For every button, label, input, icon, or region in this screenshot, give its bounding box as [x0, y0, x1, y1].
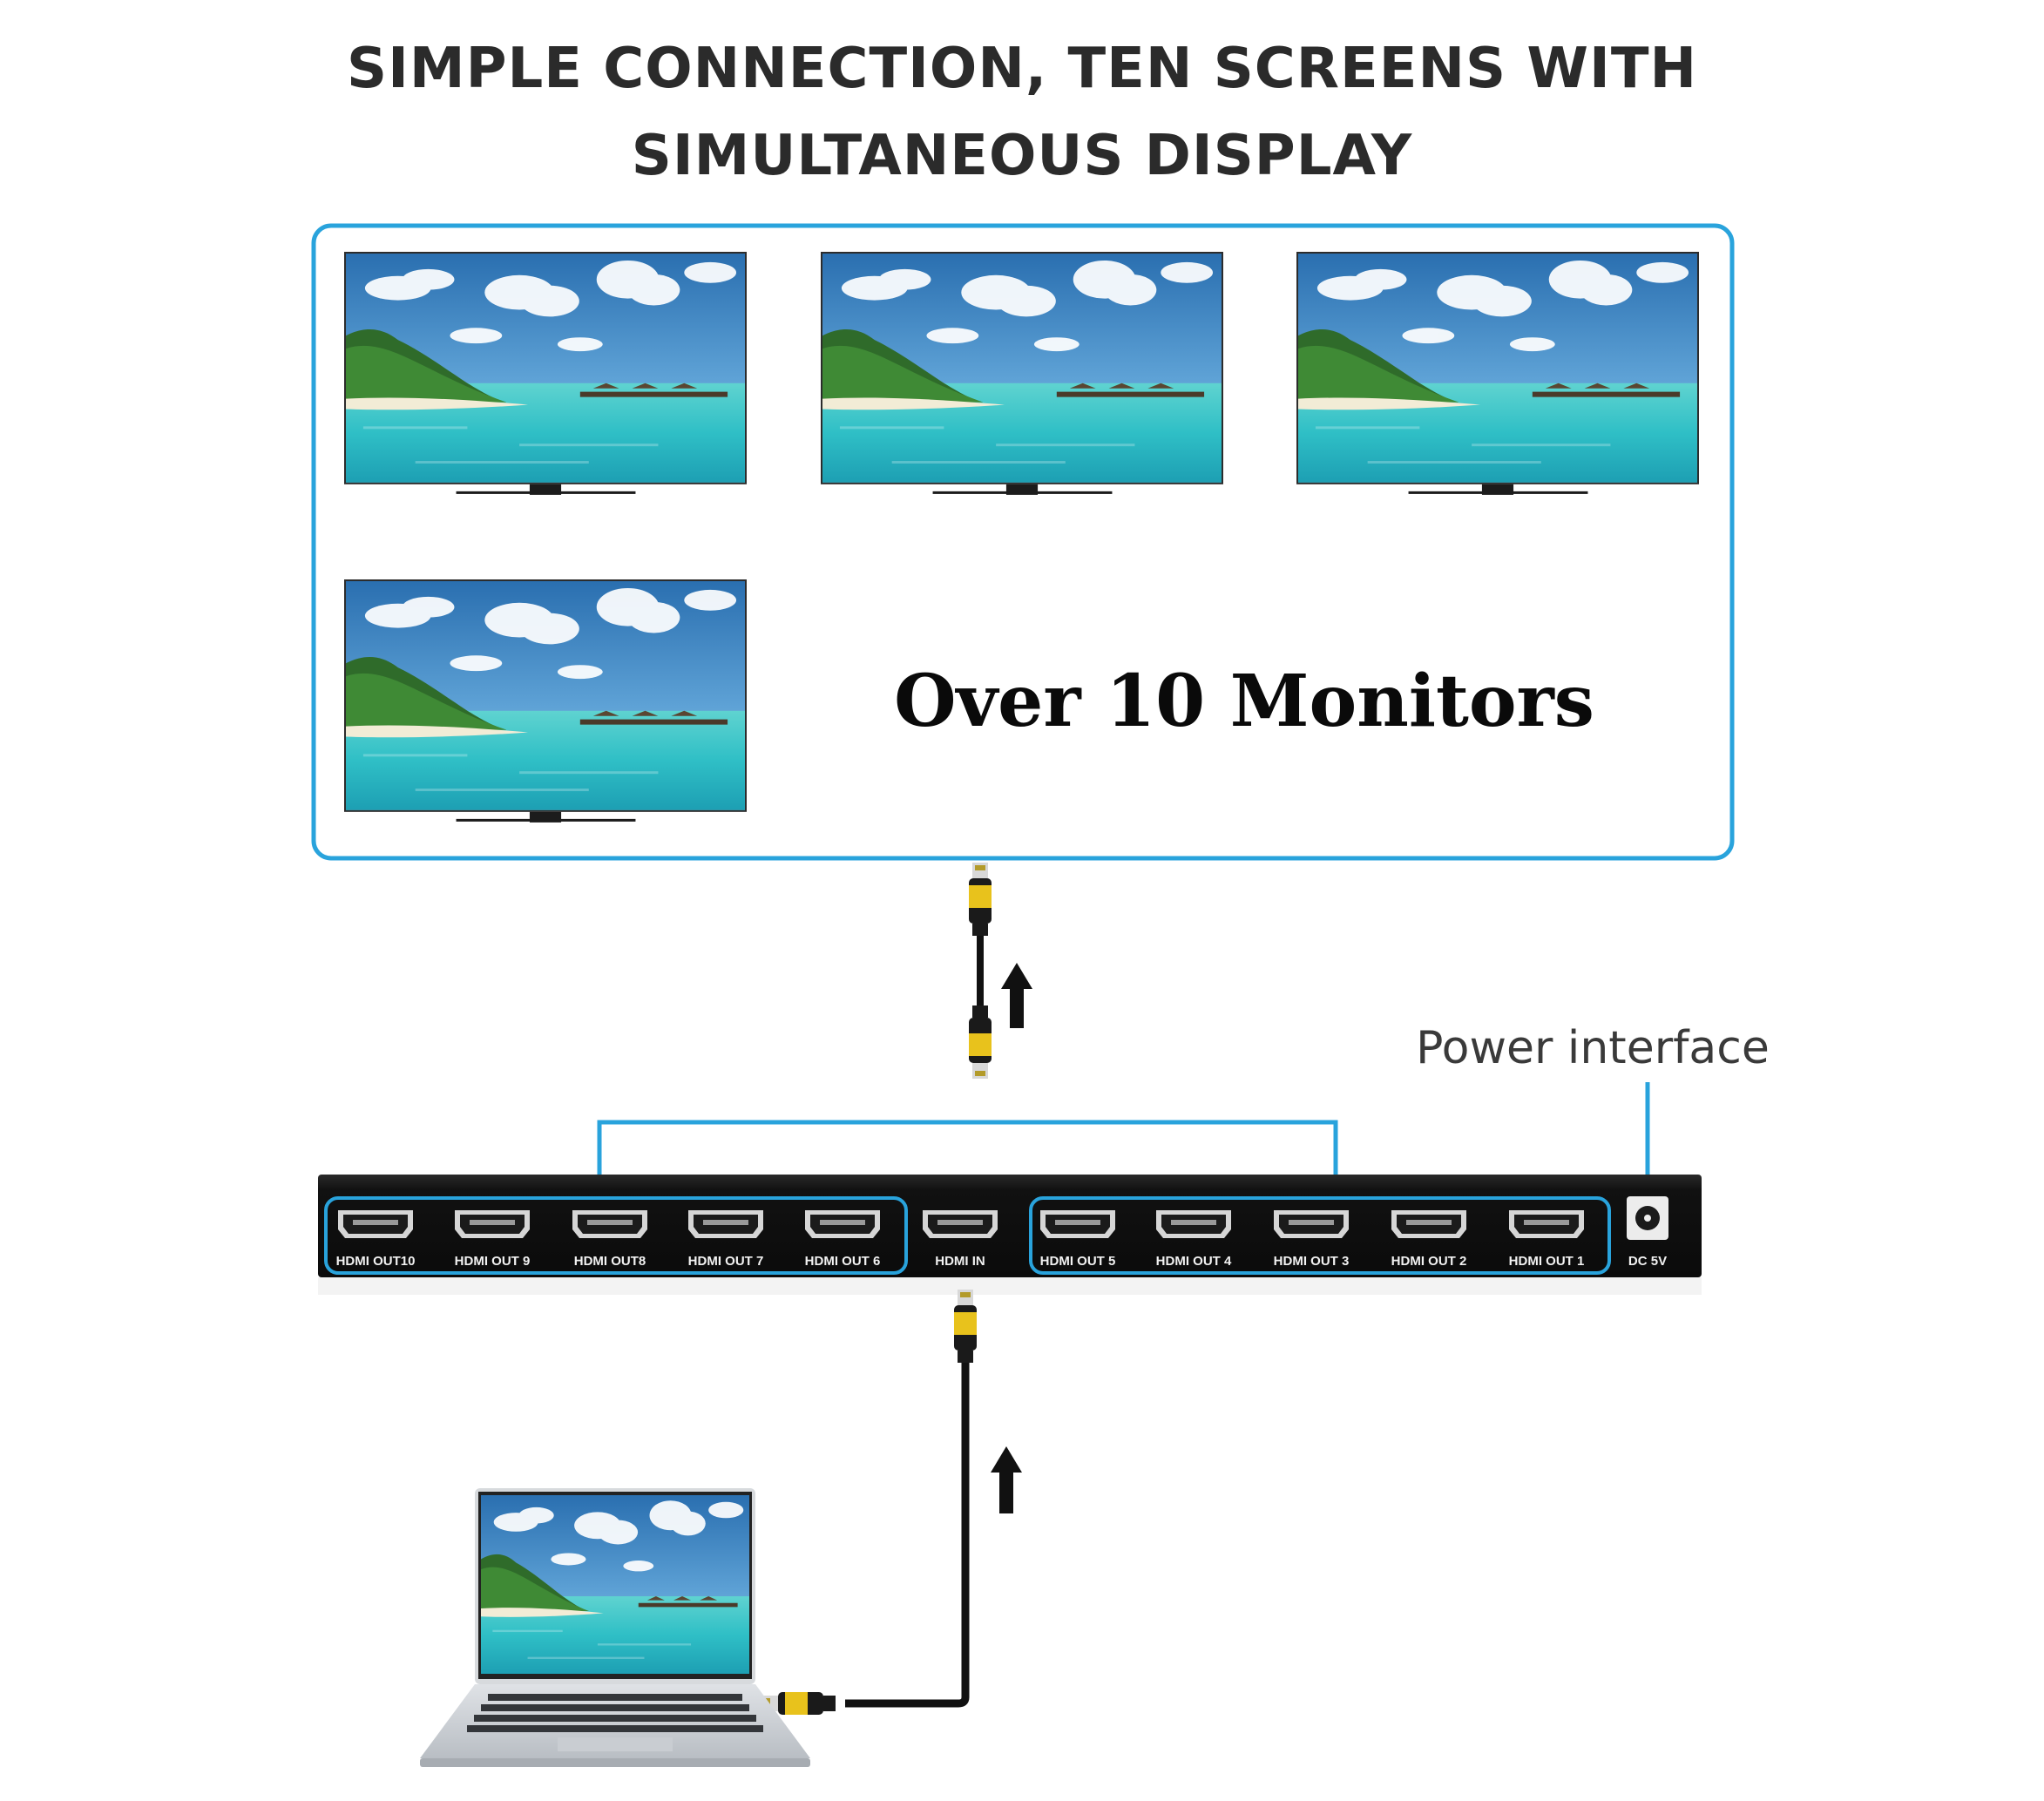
hdmi-port: HDMI OUT 6 [805, 1210, 881, 1269]
title-line-1: SIMPLE CONNECTION, TEN SCREENS WITH [347, 37, 1697, 101]
hdmi-cable-upper [969, 863, 992, 1079]
monitor-count-label: Over 10 Monitors [894, 660, 1594, 743]
hdmi-port: HDMI OUT 9 [455, 1210, 531, 1269]
monitor-1 [344, 252, 747, 495]
title-line-2: SIMULTANEOUS DISPLAY [632, 124, 1412, 188]
hdmi-port: HDMI OUT10 [336, 1210, 416, 1269]
monitor-2 [821, 252, 1223, 495]
hdmi-port-label: HDMI OUT 6 [805, 1254, 881, 1269]
hdmi-port: HDMI OUT 5 [1040, 1210, 1116, 1269]
power-port: DC 5V [1627, 1196, 1668, 1269]
hdmi-port-label: HDMI OUT 9 [455, 1254, 531, 1269]
arrow-up-icon [991, 1446, 1022, 1513]
power-interface-label: Power interface [1416, 1022, 1770, 1074]
hdmi-port: HDMI OUT 1 [1509, 1210, 1585, 1269]
hdmi-splitter: HDMI OUT10 HDMI OUT 9 HDMI OUT8 HDMI OUT 7 H… [318, 1175, 1702, 1295]
hdmi-port: HDMI OUT 2 [1391, 1210, 1467, 1269]
hdmi-port-label: HDMI IN [935, 1254, 985, 1269]
monitor-4 [344, 579, 747, 823]
hdmi-port-label: HDMI OUT 7 [688, 1254, 764, 1269]
hdmi-cable-lower [762, 1290, 977, 1715]
power-port-label: DC 5V [1628, 1254, 1667, 1269]
hdmi-port-label: HDMI OUT 1 [1509, 1254, 1585, 1269]
hdmi-port-label: HDMI OUT10 [336, 1254, 416, 1269]
hdmi-port: HDMI OUT 4 [1156, 1210, 1232, 1269]
arrow-up-icon [1001, 963, 1032, 1028]
hdmi-port-label: HDMI OUT 5 [1040, 1254, 1116, 1269]
hdmi-port-label: HDMI OUT 3 [1274, 1254, 1350, 1269]
hdmi-port-label: HDMI OUT 4 [1156, 1254, 1232, 1269]
hdmi-port: HDMI OUT8 [572, 1210, 647, 1269]
hdmi-port: HDMI OUT 7 [688, 1210, 764, 1269]
hdmi-port-label: HDMI OUT 2 [1391, 1254, 1467, 1269]
hdmi-port: HDMI OUT 3 [1274, 1210, 1350, 1269]
laptop [420, 1488, 810, 1767]
output-group-right [1029, 1196, 1611, 1275]
hdmi-port-label: HDMI OUT8 [574, 1254, 646, 1269]
output-group-bracket [597, 1120, 1338, 1195]
output-group-left [324, 1196, 908, 1275]
hdmi-port: HDMI IN [923, 1210, 998, 1269]
monitor-3 [1296, 252, 1699, 495]
display-panel: Over 10 Monitors [311, 223, 1735, 861]
